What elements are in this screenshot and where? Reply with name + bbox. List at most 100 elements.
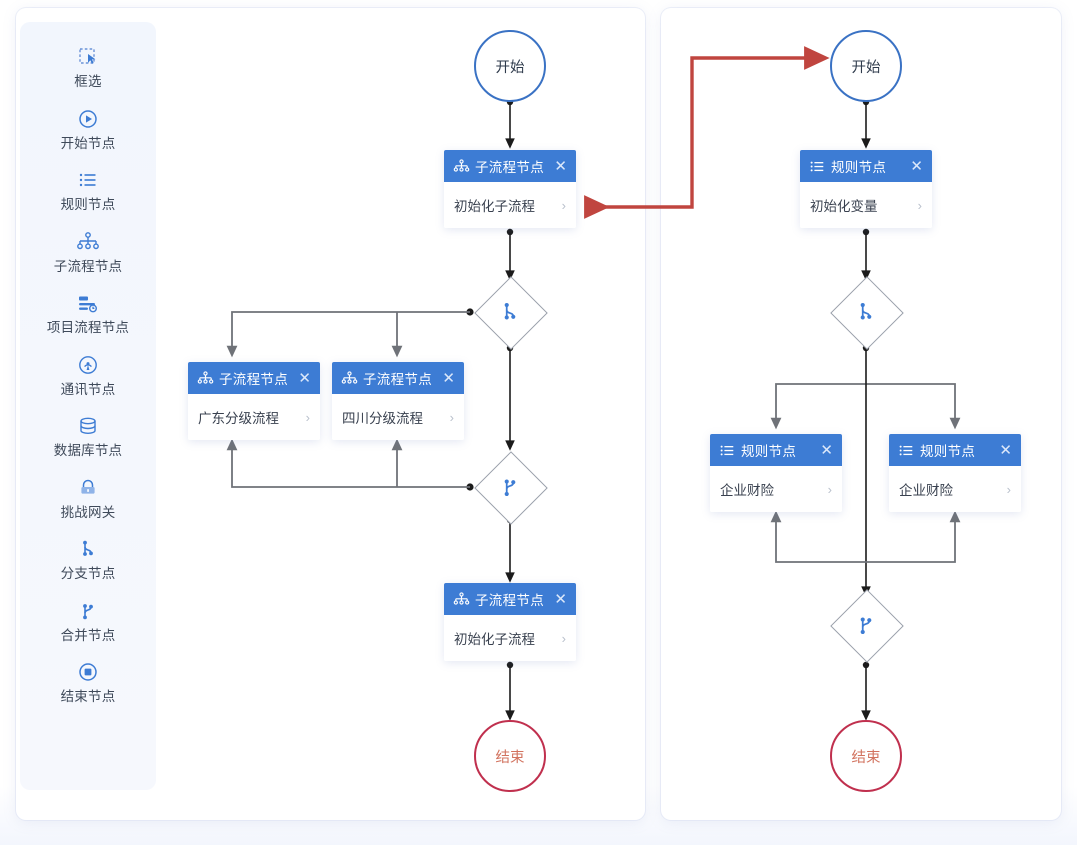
palette-item-label: 子流程节点 (53, 258, 123, 274)
merge-icon (504, 479, 516, 497)
merge-icon (77, 598, 99, 624)
close-icon[interactable]: ✕ (820, 441, 833, 459)
right-start-node[interactable]: 开始 (830, 30, 902, 102)
palette-item-start-node[interactable]: 开始节点 (20, 106, 156, 151)
chevron-right-icon[interactable]: › (449, 409, 454, 425)
stop-circle-icon (77, 659, 99, 685)
node-title: 子流程节点 (475, 160, 544, 175)
node-header: 子流程节点 ✕ (444, 150, 576, 182)
chevron-right-icon[interactable]: › (561, 197, 566, 213)
node-card-init-subprocess-2[interactable]: 子流程节点 ✕ 初始化子流程 › (444, 583, 576, 661)
subprocess-tree-icon (341, 370, 358, 387)
node-body-label: 初始化子流程 (454, 632, 535, 647)
node-card-enterprise-property-2[interactable]: 规则节点 ✕ 企业财险 › (889, 434, 1021, 512)
node-title: 子流程节点 (363, 372, 432, 387)
right-branch-gateway[interactable] (830, 276, 904, 350)
rule-list-icon (809, 158, 826, 175)
close-icon[interactable]: ✕ (298, 369, 311, 387)
node-title: 子流程节点 (219, 372, 288, 387)
close-icon[interactable]: ✕ (442, 369, 455, 387)
branch-icon (504, 302, 516, 320)
project-flow-icon (76, 290, 100, 316)
palette-item-label: 合并节点 (60, 627, 116, 643)
palette-item-rule-node[interactable]: 规则节点 (20, 167, 156, 212)
node-header: 子流程节点 ✕ (188, 362, 320, 394)
rule-list-icon (719, 442, 736, 459)
node-header: 规则节点 ✕ (710, 434, 842, 466)
node-card-init-variable[interactable]: 规则节点 ✕ 初始化变量 › (800, 150, 932, 228)
palette-item-marquee-select[interactable]: 框选 (20, 44, 156, 89)
marquee-select-icon (77, 44, 99, 70)
chevron-right-icon[interactable]: › (561, 630, 566, 646)
right-end-node[interactable]: 结束 (830, 720, 902, 792)
close-icon[interactable]: ✕ (554, 590, 567, 608)
palette-item-label: 挑战网关 (60, 504, 116, 520)
subprocess-tree-icon (453, 158, 470, 175)
node-body-label: 初始化子流程 (454, 199, 535, 214)
play-circle-icon (77, 106, 99, 132)
chevron-right-icon[interactable]: › (827, 481, 832, 497)
node-palette-sidebar: 框选 开始节点 规则节点 (20, 22, 156, 790)
broadcast-icon (77, 352, 99, 378)
chevron-right-icon[interactable]: › (1006, 481, 1011, 497)
node-title: 子流程节点 (475, 593, 544, 608)
node-card-enterprise-property-1[interactable]: 规则节点 ✕ 企业财险 › (710, 434, 842, 512)
node-card-sichuan[interactable]: 子流程节点 ✕ 四川分级流程 › (332, 362, 464, 440)
close-icon[interactable]: ✕ (554, 157, 567, 175)
right-end-label: 结束 (851, 749, 881, 766)
node-header: 子流程节点 ✕ (444, 583, 576, 615)
node-title: 规则节点 (741, 444, 797, 459)
node-body[interactable]: 初始化子流程 › (444, 615, 576, 661)
node-card-guangdong[interactable]: 子流程节点 ✕ 广东分级流程 › (188, 362, 320, 440)
palette-item-merge-node[interactable]: 合并节点 (20, 598, 156, 643)
node-body[interactable]: 广东分级流程 › (188, 394, 320, 440)
palette-item-challenge-gateway[interactable]: 挑战网关 (20, 475, 156, 520)
rule-list-icon (77, 167, 99, 193)
palette-item-end-node[interactable]: 结束节点 (20, 659, 156, 704)
node-body-label: 四川分级流程 (342, 411, 423, 426)
palette-item-label: 结束节点 (60, 689, 116, 704)
chevron-right-icon[interactable]: › (305, 409, 310, 425)
node-body[interactable]: 初始化子流程 › (444, 182, 576, 228)
chevron-right-icon[interactable]: › (917, 197, 922, 213)
node-body-label: 广东分级流程 (198, 411, 279, 426)
node-body[interactable]: 企业财险 › (710, 466, 842, 512)
left-branch-gateway[interactable] (474, 276, 548, 350)
left-start-node[interactable]: 开始 (474, 30, 546, 102)
node-body-label: 初始化变量 (810, 199, 878, 214)
branch-icon (860, 302, 872, 320)
palette-item-label: 框选 (74, 74, 102, 89)
node-body[interactable]: 初始化变量 › (800, 182, 932, 228)
left-end-label: 结束 (495, 749, 525, 766)
merge-icon (860, 617, 872, 635)
right-start-label: 开始 (851, 59, 881, 76)
left-end-node[interactable]: 结束 (474, 720, 546, 792)
node-body[interactable]: 企业财险 › (889, 466, 1021, 512)
node-card-init-subprocess[interactable]: 子流程节点 ✕ 初始化子流程 › (444, 150, 576, 228)
palette-item-subprocess-node[interactable]: 子流程节点 (20, 229, 156, 274)
palette-item-project-flow-node[interactable]: 项目流程节点 (20, 290, 156, 335)
palette-item-branch-node[interactable]: 分支节点 (20, 536, 156, 581)
subprocess-tree-icon (453, 591, 470, 608)
subprocess-tree-icon (197, 370, 214, 387)
node-body[interactable]: 四川分级流程 › (332, 394, 464, 440)
close-icon[interactable]: ✕ (999, 441, 1012, 459)
palette-item-label: 规则节点 (60, 197, 116, 212)
left-start-label: 开始 (495, 59, 525, 76)
close-icon[interactable]: ✕ (910, 157, 923, 175)
palette-item-communication-node[interactable]: 通讯节点 (20, 352, 156, 397)
palette-item-label: 通讯节点 (60, 381, 116, 397)
node-body-label: 企业财险 (720, 483, 774, 498)
right-merge-gateway[interactable] (830, 589, 904, 663)
node-title: 规则节点 (920, 444, 976, 459)
lock-gateway-icon (77, 475, 99, 501)
left-merge-gateway[interactable] (474, 451, 548, 525)
node-header: 规则节点 ✕ (889, 434, 1021, 466)
palette-item-label: 分支节点 (60, 566, 116, 581)
subprocess-tree-icon (76, 229, 100, 255)
palette-item-database-node[interactable]: 数据库节点 (20, 413, 156, 458)
